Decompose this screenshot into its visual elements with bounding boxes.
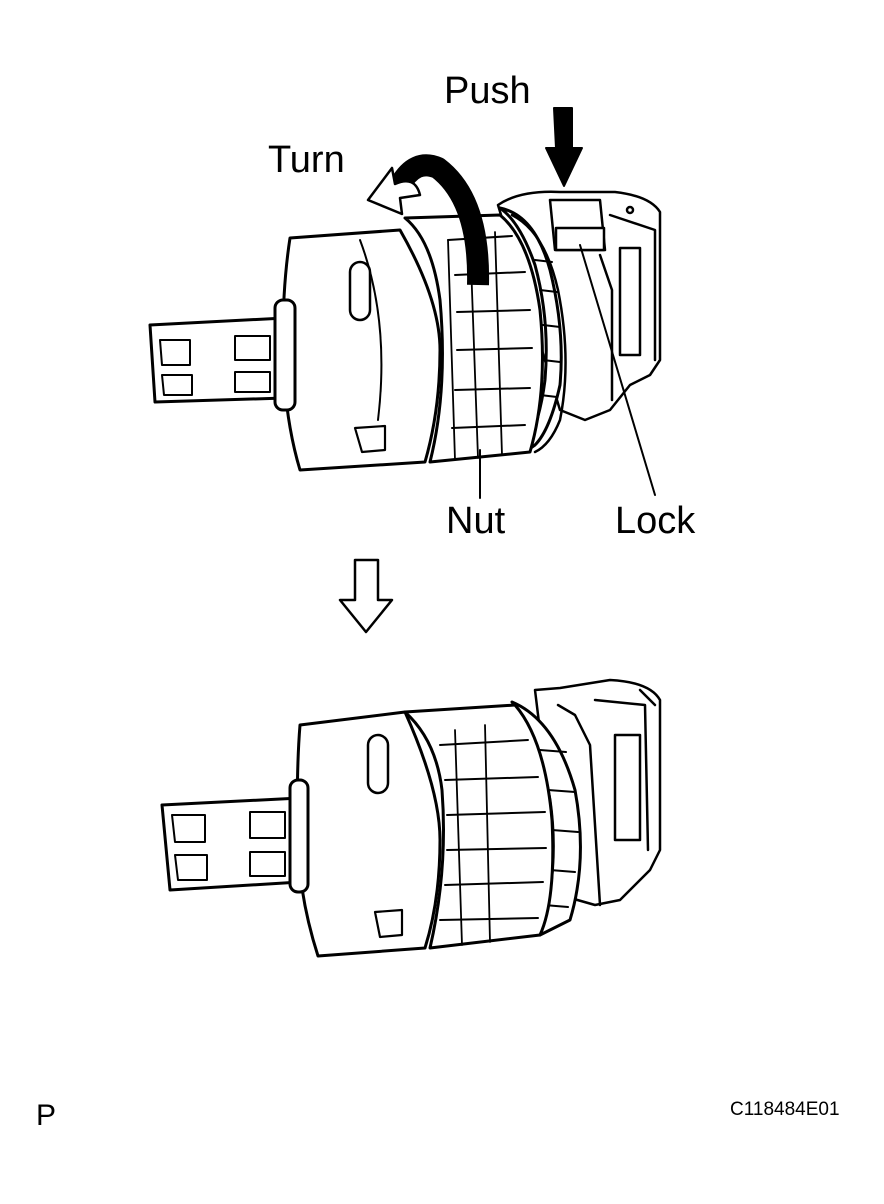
nut-before [403,213,544,464]
lock-label: Lock [615,500,696,542]
lock-tab [554,226,606,252]
nut-label: Nut [446,500,506,542]
turn-arrow [366,154,490,286]
page-mark: P [36,1099,57,1132]
bayonet-ring-before [498,206,567,454]
connector-after [160,678,662,958]
rear-plug-before [148,298,297,412]
barrel-after [295,710,442,958]
turn-label: Turn [268,139,345,181]
lock-leader-line [579,244,656,496]
figure-code: C118484E01 [730,1099,840,1120]
push-label: Push [444,70,531,112]
step-arrow-icon [338,558,394,634]
rear-plug-after [160,778,310,894]
nut-after [403,703,555,950]
barrel-before [281,228,442,472]
push-arrow [545,107,583,187]
connector-before [148,107,662,499]
